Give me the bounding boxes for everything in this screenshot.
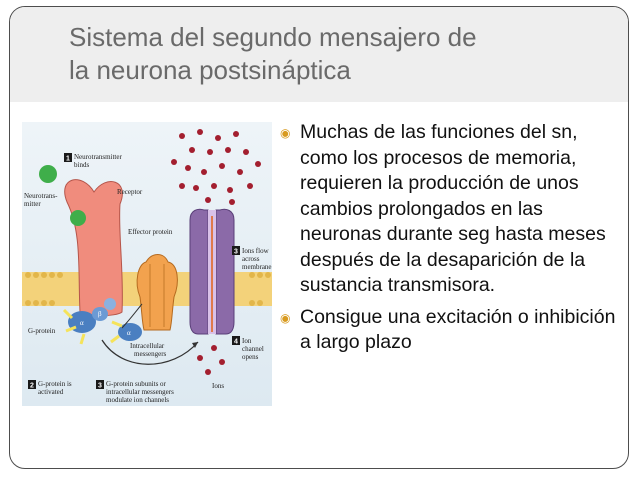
neurotransmitter-label-1: Neurotrans- xyxy=(24,192,58,200)
step1-label-1: Neurotransmitter xyxy=(74,153,122,161)
step2b-label-2: intracellular messengers xyxy=(106,388,174,396)
activation-spark xyxy=(62,308,86,345)
g-protein-beta xyxy=(92,307,108,321)
ion-channel-right xyxy=(215,208,235,335)
step2-number: 2 xyxy=(30,383,34,390)
neurotransmitter-molecule xyxy=(39,165,57,183)
bound-neurotransmitter xyxy=(70,210,86,226)
step3-number: 3 xyxy=(234,249,238,256)
messenger-arrow xyxy=(101,339,199,365)
beta-label: β xyxy=(98,310,102,318)
step4-label-3: opens xyxy=(242,353,259,361)
alpha-free-label: α xyxy=(127,329,131,337)
ions-cluster xyxy=(171,129,261,375)
step3-label-1: Ions flow xyxy=(242,247,270,255)
diagram-svg: α β α 1 Neurotra xyxy=(22,122,272,406)
g-protein-gamma xyxy=(104,298,116,310)
step2b-label-3: modulate ion channels xyxy=(106,396,169,404)
step3-label-2: across xyxy=(242,255,260,263)
step2b-number: 3 xyxy=(98,383,102,390)
alpha-label: α xyxy=(80,319,84,327)
step2b-label-1: G-protein subunits or xyxy=(106,380,167,388)
alpha-spark xyxy=(110,320,123,344)
intracellular-label-2: messengers xyxy=(134,350,167,358)
bullet-text: Muchas de las funciones del sn, como los… xyxy=(300,121,606,296)
step3-label-3: membrane xyxy=(242,263,272,271)
gprotein-label: G-protein xyxy=(28,327,56,335)
title-band xyxy=(10,7,628,102)
effector-protein xyxy=(136,254,178,331)
bullet-marker-icon: ◉ xyxy=(280,310,291,325)
slide-title: Sistema del segundo mensajero de la neur… xyxy=(69,21,609,87)
title-line-2: la neurona postsináptica xyxy=(69,55,351,85)
bullet-text: Consigue una excitación o inhibición a l… xyxy=(300,305,616,354)
ions-label: Ions xyxy=(212,382,224,390)
step4-label-2: channel xyxy=(242,345,264,353)
bullet-item: ◉ Consigue una excitación o inhibición a… xyxy=(277,305,617,356)
step4-number: 4 xyxy=(234,339,238,346)
receptor-label: Receptor xyxy=(117,188,143,196)
step2-label-1: G-protein is xyxy=(38,380,72,388)
step4-label-1: Ion xyxy=(242,337,252,345)
second-messenger-diagram: α β α 1 Neurotra xyxy=(22,122,272,406)
step1-label-2: binds xyxy=(74,161,89,169)
effector-protein-label: Effector protein xyxy=(128,228,173,236)
neurotransmitter-label-2: mitter xyxy=(24,200,41,208)
bullet-list: ◉ Muchas de las funciones del sn, como l… xyxy=(277,120,617,362)
intracellular-label-1: Intracellular xyxy=(130,342,165,350)
bullet-marker-icon: ◉ xyxy=(280,126,291,140)
alpha-to-effector-arrow xyxy=(121,303,143,329)
title-line-1: Sistema del segundo mensajero de xyxy=(69,22,477,52)
ion-channel-left xyxy=(189,208,209,335)
alpha-subunit-free xyxy=(118,323,142,341)
step1-number: 1 xyxy=(66,156,70,163)
bullet-item: ◉ Muchas de las funciones del sn, como l… xyxy=(277,120,617,299)
step2-label-2: activated xyxy=(38,388,64,396)
